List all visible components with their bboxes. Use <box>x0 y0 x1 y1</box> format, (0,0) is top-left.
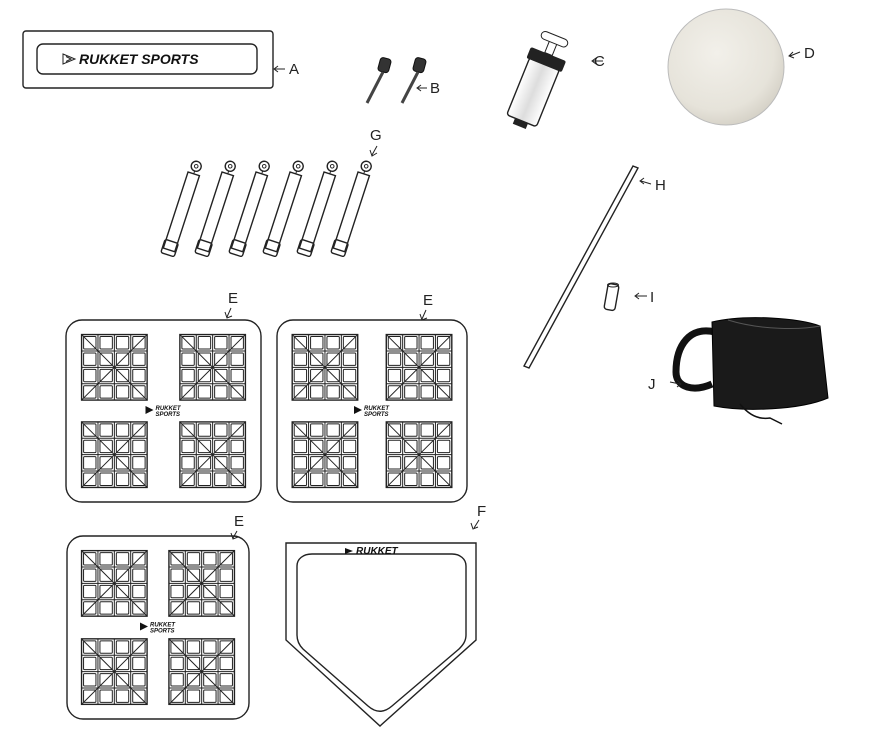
mat-grid-square <box>80 421 148 489</box>
banner-outer <box>22 30 274 89</box>
arrow-c <box>591 57 603 65</box>
pole-1 <box>160 160 202 258</box>
mat-grid-square <box>179 421 247 489</box>
rod <box>523 165 639 369</box>
mat-grid-square <box>385 333 453 401</box>
label-g: G <box>370 127 382 144</box>
plate-inner <box>296 553 467 712</box>
arrow-b <box>416 84 427 92</box>
mat-brand-line1: RUKKET <box>364 406 390 412</box>
mat-grid-square <box>80 638 148 706</box>
mat-grid-square <box>385 421 453 489</box>
pole-2 <box>194 160 236 258</box>
pump-handle <box>540 30 569 48</box>
mat-logo-icon <box>354 406 362 414</box>
part-f-home-plate: F RUKKET <box>285 503 486 727</box>
pole-4 <box>262 160 304 258</box>
plate-brand-text: RUKKET <box>356 546 399 557</box>
mat-brand-line1: RUKKET <box>156 406 182 412</box>
label-h: H <box>655 177 666 194</box>
pole-3 <box>228 160 270 258</box>
label-j: J <box>648 376 656 393</box>
mat-brand-line2: SPORTS <box>150 629 175 635</box>
pump-collar <box>526 47 566 72</box>
label-c: C <box>594 53 605 70</box>
part-d-ball: D <box>667 8 815 126</box>
mat-outline <box>66 535 250 720</box>
mat-outline <box>65 319 262 503</box>
banner-brand-text: RUKKET SPORTS <box>79 51 199 67</box>
mat-grid-square <box>168 549 236 617</box>
mat-brand-line1: RUKKET <box>150 623 176 629</box>
label-e-1: E <box>228 290 238 307</box>
part-c-pump <box>506 30 569 129</box>
arrow-j <box>669 379 682 388</box>
mat-grid-square <box>291 421 359 489</box>
label-i: I <box>650 289 654 306</box>
mat-logo-icon <box>140 622 148 631</box>
mat-grid-square <box>168 638 236 706</box>
pole-5 <box>296 160 338 258</box>
pole-6 <box>330 160 372 258</box>
label-f: F <box>477 503 486 520</box>
pin-1 <box>365 57 392 104</box>
part-b-pins: B <box>365 57 440 104</box>
part-i-connector: I <box>603 282 654 312</box>
mat-grid-square <box>80 333 148 401</box>
brand-logo-icon <box>62 53 77 65</box>
label-b: B <box>430 80 440 97</box>
part-h-rod: H <box>523 165 666 369</box>
label-a: A <box>289 61 299 78</box>
mat-outline <box>276 319 468 503</box>
pin-2 <box>400 57 427 104</box>
bag-body <box>711 317 829 410</box>
arrow-h <box>639 177 652 185</box>
arrow-e-1 <box>224 307 233 319</box>
mat-logo-icon <box>145 406 154 414</box>
part-a-banner: RUKKET SPORTS A <box>22 30 299 89</box>
connector-tube <box>603 283 620 312</box>
label-e-2: E <box>423 292 433 309</box>
mat-grid-square <box>179 333 247 401</box>
arrow-e-2 <box>419 309 428 321</box>
arrow-e-3 <box>230 530 239 540</box>
plate-logo-icon <box>345 548 353 554</box>
part-j-bag: J <box>648 317 829 425</box>
bag-strap <box>672 327 716 392</box>
part-g-poles: G <box>160 127 382 258</box>
arrow-f <box>470 519 480 530</box>
label-d: D <box>804 45 815 62</box>
mat-brand-line2: SPORTS <box>364 412 389 418</box>
mat-brand-line2: SPORTS <box>156 412 181 418</box>
arrow-d <box>788 51 801 59</box>
arrow-g <box>369 145 378 157</box>
ball <box>667 8 785 126</box>
plate-outer <box>285 542 477 727</box>
mat-grid-square <box>291 333 359 401</box>
bag-drawstring <box>739 403 783 425</box>
mat-grid-square <box>80 549 148 617</box>
label-e-3: E <box>234 513 244 530</box>
banner-inner <box>36 43 258 75</box>
arrow-i <box>634 292 647 300</box>
